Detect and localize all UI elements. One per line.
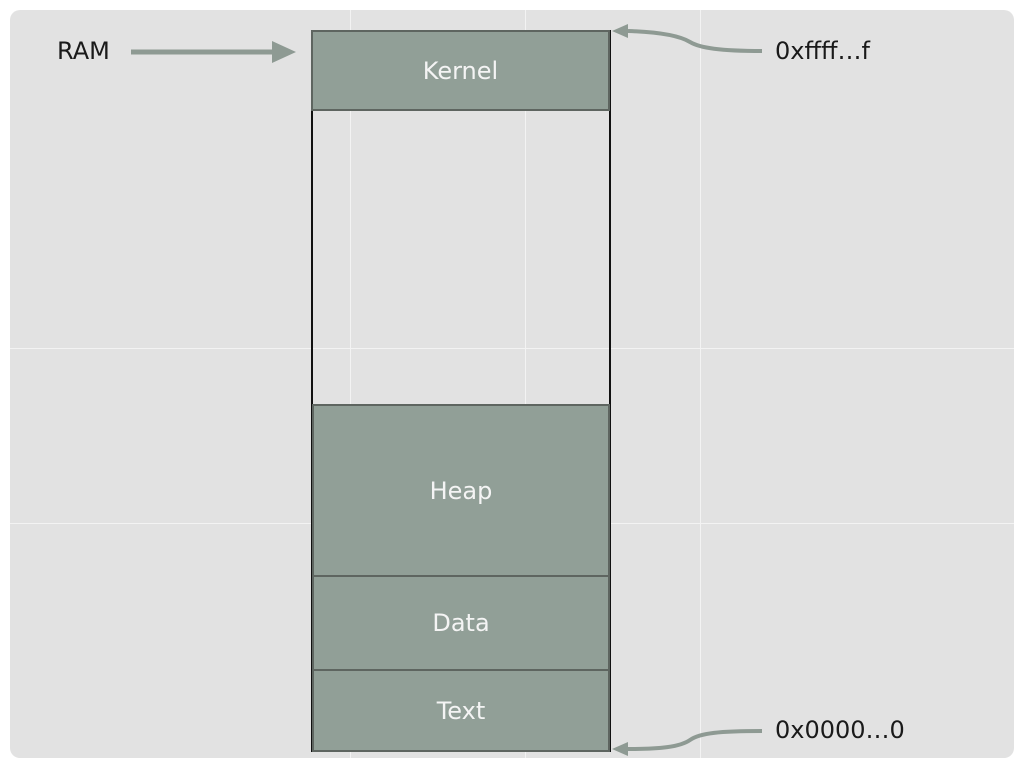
text-label: Text	[436, 696, 486, 725]
text-segment: Text	[312, 669, 610, 752]
kernel-segment: Kernel	[311, 30, 610, 111]
heap-label: Heap	[429, 476, 493, 505]
grid-line	[10, 348, 1014, 349]
ram-arrow	[131, 41, 296, 63]
top-address-label: 0xffff…f	[775, 37, 870, 65]
top-address-arrow	[612, 24, 763, 53]
grid-line	[700, 10, 701, 758]
data-label: Data	[432, 609, 490, 637]
kernel-label: Kernel	[422, 56, 499, 85]
bottom-address-arrow	[612, 729, 763, 756]
ram-label: RAM	[57, 37, 110, 65]
grid-line	[350, 10, 351, 758]
grid-line	[525, 10, 526, 758]
bottom-address-label: 0x0000…0	[775, 716, 905, 744]
heap-segment: Heap	[312, 404, 610, 577]
